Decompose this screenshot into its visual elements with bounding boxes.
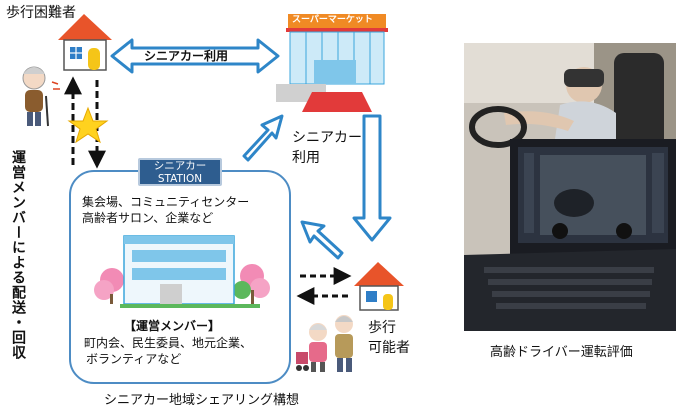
- station-badge-line1: シニアカー: [153, 160, 207, 172]
- arrow-back-to-station: [300, 220, 344, 260]
- elderly-couple-icon: [296, 315, 353, 372]
- label-use-top: シニアカー利用: [144, 49, 229, 63]
- caption-right: 高齢ドライバー運転評価: [490, 345, 633, 360]
- label-places-line1: 集会場、コミュニティセンター: [82, 195, 250, 209]
- supermarket-sign: スーパーマーケット: [292, 15, 373, 25]
- label-mobility-impaired: 歩行困難者: [6, 5, 76, 21]
- supermarket-building-icon: [276, 14, 388, 112]
- label-members-title: 【運営メンバー】: [124, 319, 221, 333]
- label-places-line2: 高齢者サロン、企業など: [82, 211, 214, 225]
- house-icon: [58, 14, 112, 71]
- community-facility-building-icon: [94, 235, 270, 308]
- label-members-line2: ボランティアなど: [86, 352, 182, 366]
- driver-evaluation-photo: [464, 43, 676, 331]
- star-icon: [67, 106, 109, 144]
- label-use-right: シニアカー 利用: [292, 130, 362, 166]
- house-icon-right: [354, 262, 404, 311]
- arrow-down-right: [352, 114, 392, 242]
- label-members-line1: 町内会、民生委員、地元企業、: [84, 336, 253, 350]
- label-delivery-vertical: 運営メンバーによる配送・回収: [10, 150, 26, 360]
- label-walkable: 歩行 可能者: [368, 320, 410, 356]
- arrow-to-supermarket: [242, 114, 284, 162]
- station-badge-line2: STATION: [157, 173, 203, 185]
- elderly-person-with-cane-icon: [22, 66, 60, 127]
- double-arrow-use: [110, 38, 280, 74]
- caption-left: シニアカー地域シェアリング構想: [104, 393, 300, 408]
- station-badge: シニアカー STATION: [138, 158, 222, 186]
- photo-illustration: [464, 43, 676, 331]
